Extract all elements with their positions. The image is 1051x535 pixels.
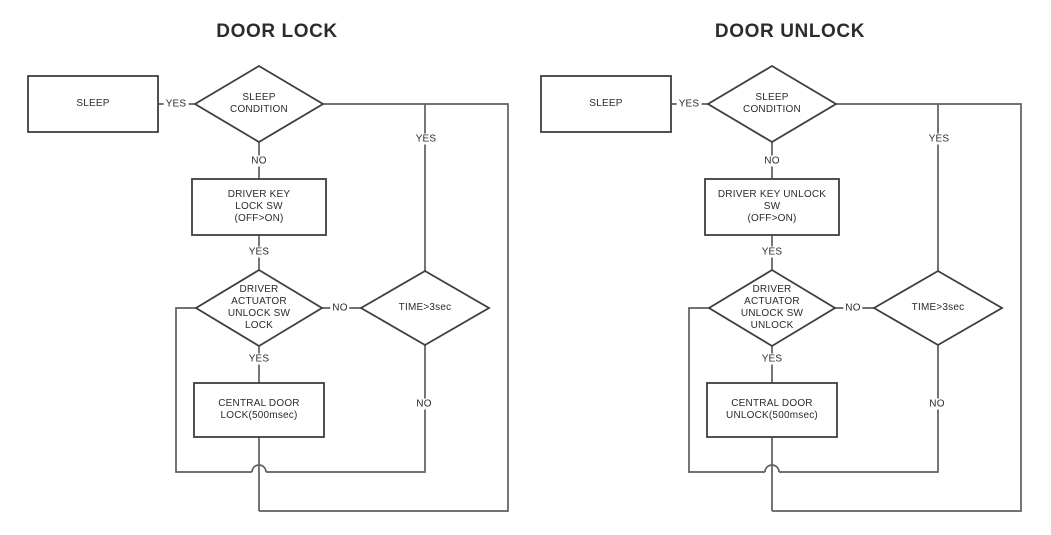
edge-label-condition-no: NO bbox=[249, 155, 269, 167]
flowchart-door-lock: DOOR LOCK SLEEP SLEEP CONDITION DRIVER K… bbox=[27, 21, 509, 512]
driver-actuator-diamond-shape bbox=[707, 268, 837, 348]
edge-label-timer-no: NO bbox=[414, 398, 434, 410]
sleep-box-shape bbox=[27, 75, 159, 133]
driver-key-switch-box-shape bbox=[191, 178, 327, 236]
edge-label-condition-yes: YES bbox=[163, 98, 189, 110]
edge-label-condition-no: NO bbox=[762, 155, 782, 167]
edge-label-timer-yes: YES bbox=[926, 133, 952, 145]
timer-diamond-shape bbox=[359, 269, 491, 347]
edge-label-actuator-no: NO bbox=[843, 302, 863, 314]
sleep-box-shape bbox=[540, 75, 672, 133]
edge-label-key-yes: YES bbox=[759, 246, 785, 258]
chart-title: DOOR LOCK bbox=[216, 21, 338, 42]
edge-label-timer-yes: YES bbox=[413, 133, 439, 145]
sleep-condition-diamond-shape bbox=[193, 64, 325, 144]
edge-label-actuator-no: NO bbox=[330, 302, 350, 314]
edge-label-actuator-yes: YES bbox=[759, 353, 785, 365]
edge-label-actuator-yes: YES bbox=[246, 353, 272, 365]
central-door-box-shape bbox=[193, 382, 325, 438]
timer-diamond-shape bbox=[872, 269, 1004, 347]
chart-title: DOOR UNLOCK bbox=[714, 21, 866, 42]
edge-label-timer-no: NO bbox=[927, 398, 947, 410]
flowchart-door-unlock: DOOR UNLOCK SLEEP SLEEP CONDITION DRIVER… bbox=[513, 0, 1043, 535]
driver-key-switch-box-shape bbox=[704, 178, 840, 236]
driver-actuator-diamond-shape bbox=[194, 268, 324, 348]
central-door-box-shape bbox=[706, 382, 838, 438]
door-lock-diagram-lines bbox=[27, 64, 509, 512]
edge-label-key-yes: YES bbox=[246, 246, 272, 258]
edge-label-condition-yes: YES bbox=[676, 98, 702, 110]
sleep-condition-diamond-shape bbox=[706, 64, 838, 144]
door-unlock-diagram-lines bbox=[540, 64, 1022, 512]
